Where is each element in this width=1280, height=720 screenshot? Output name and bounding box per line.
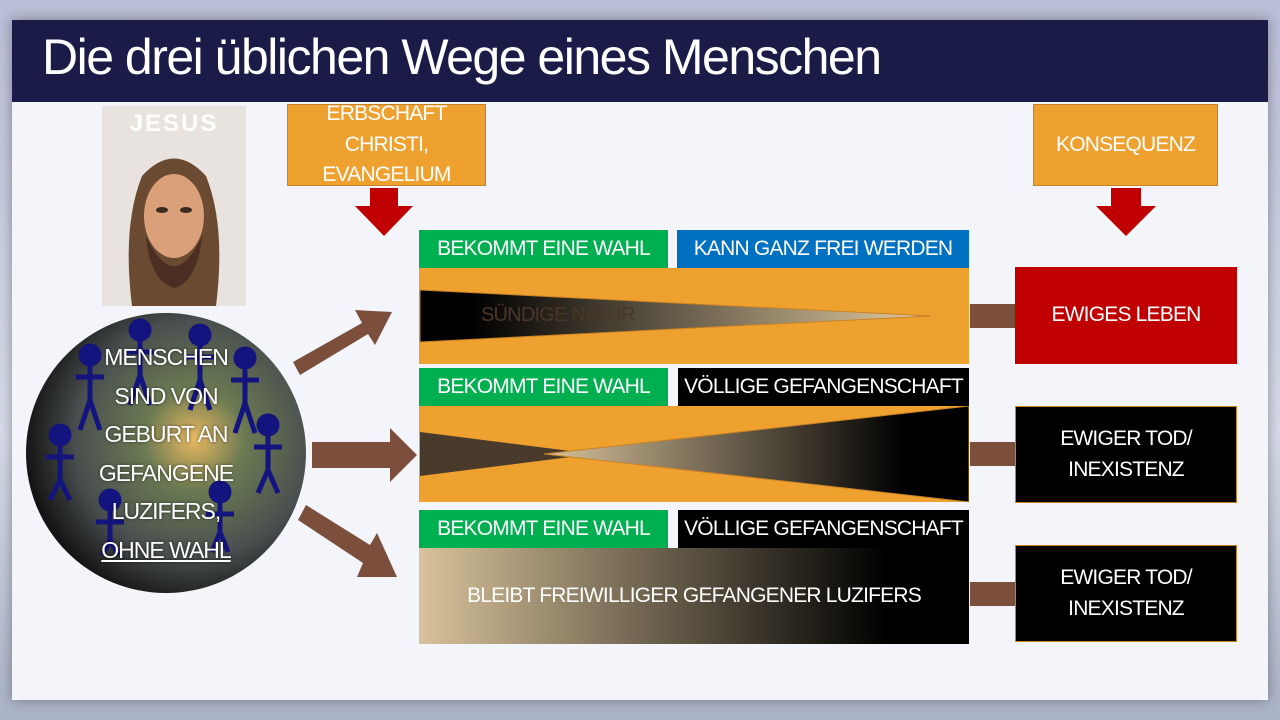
sinful-nature-label: SÜNDIGE NATUR [481, 304, 635, 326]
result-line: EWIGER TOD/ [1060, 427, 1192, 451]
red-down-arrow-1 [355, 188, 413, 236]
globe-line: LUZIFERS, [111, 498, 222, 524]
result-eternal-death-1: EWIGER TOD/ INEXISTENZ [1015, 406, 1237, 503]
portrait-label: JESUS [129, 110, 219, 137]
row1-state: KANN GANZ FREI WERDEN [677, 230, 969, 268]
arrow-down-right [298, 505, 397, 577]
title-bar [12, 20, 1268, 102]
result-line: INEXISTENZ [1068, 457, 1184, 481]
slide-title: Die drei üblichen Wege eines Menschen [42, 29, 882, 85]
arrow-right [312, 428, 417, 482]
row1-choice: BEKOMMT EINE WAHL [419, 230, 668, 268]
shrinking-wedge [420, 432, 594, 476]
result-eternal-life: EWIGES LEBEN [1015, 267, 1237, 364]
inheritance-line: ERBSCHAFT CHRISTI, [326, 102, 448, 156]
globe-line: SIND VON [114, 382, 218, 409]
sinful-nature-wedge [419, 289, 932, 343]
globe-caption: MENSCHEN SIND VON GEBURT AN GEFANGENE LU… [66, 338, 266, 569]
face-illustration [128, 158, 220, 306]
jesus-portrait: JESUS [102, 106, 246, 306]
result-line: EWIGER TOD/ [1060, 566, 1192, 590]
inheritance-line: EVANGELIUM [322, 163, 451, 187]
row3-band: BLEIBT FREIWILLIGER GEFANGENER LUZIFERS [419, 548, 969, 644]
result-eternal-death-2: EWIGER TOD/ INEXISTENZ [1015, 545, 1237, 642]
result-line: INEXISTENZ [1068, 596, 1184, 620]
globe-line: GEFANGENE [98, 459, 234, 486]
consequence-box: KONSEQUENZ [1033, 104, 1218, 186]
row3-choice: BEKOMMT EINE WAHL [419, 510, 668, 548]
inheritance-box: ERBSCHAFT CHRISTI, EVANGELIUM [287, 102, 486, 186]
globe-line-underlined: OHNE WAHL [101, 536, 231, 563]
red-down-arrow-2 [1096, 188, 1156, 236]
globe-line: MENSCHEN [104, 344, 229, 370]
row2-choice: BEKOMMT EINE WAHL [419, 368, 668, 406]
globe-line: GEBURT AN [104, 421, 228, 447]
row1-band: SÜNDIGE NATUR [419, 268, 969, 364]
stick-figures [46, 318, 282, 557]
row2-band [419, 406, 969, 502]
growing-wedge [543, 406, 969, 502]
arrow-up-right [293, 310, 392, 375]
row3-state: VÖLLIGE GEFANGENSCHAFT [678, 510, 969, 548]
row2-state: VÖLLIGE GEFANGENSCHAFT [678, 368, 969, 406]
